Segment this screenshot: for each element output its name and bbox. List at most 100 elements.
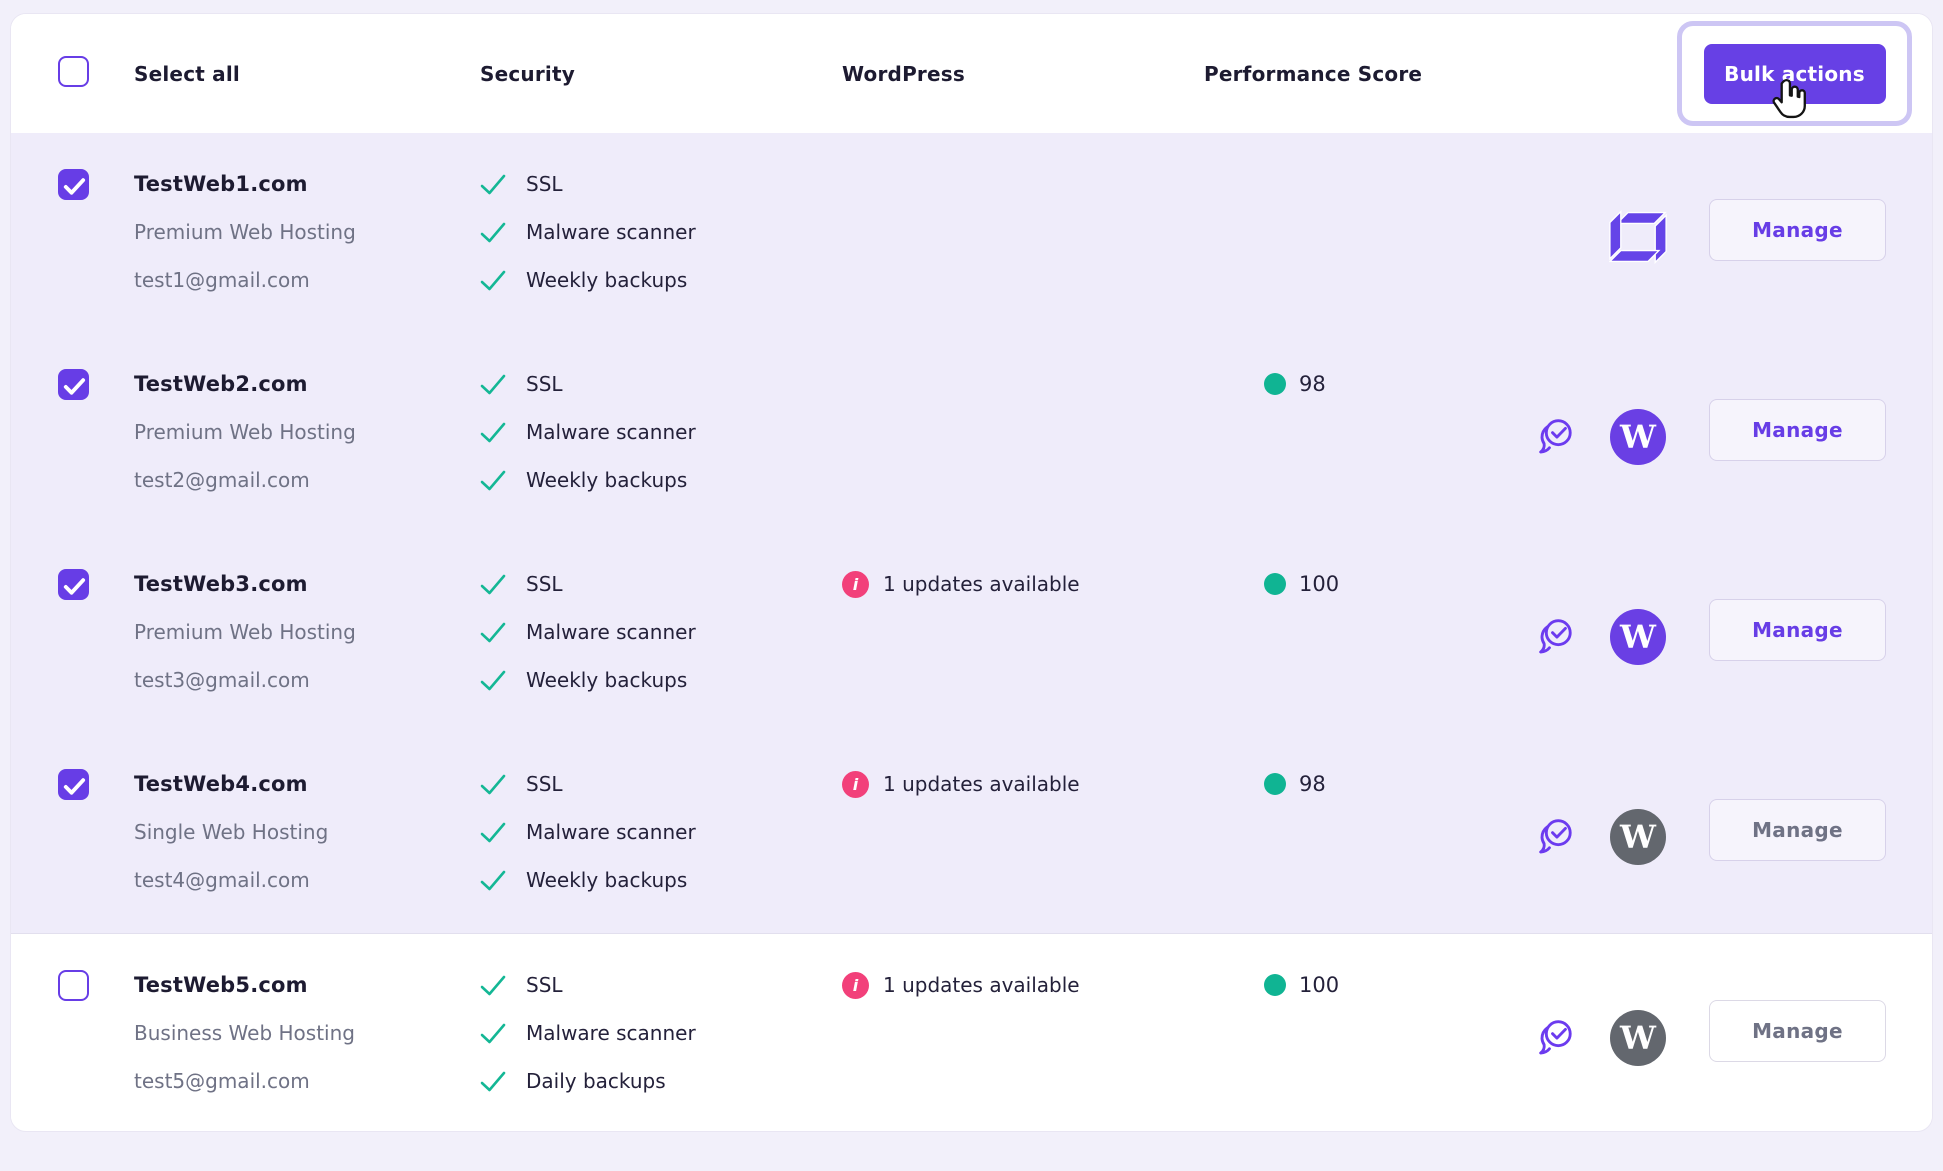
- updates-available-label: 1 updates available: [883, 772, 1080, 796]
- security-cell: SSL Malware scanner Weekly backups: [480, 160, 842, 304]
- info-icon: i: [842, 971, 869, 999]
- manage-cell: Manage: [1709, 360, 1886, 461]
- check-icon: [480, 222, 506, 243]
- chat-check-icon: [1539, 619, 1572, 654]
- manage-button[interactable]: Manage: [1709, 799, 1886, 861]
- wordpress-column-label: WordPress: [842, 61, 965, 86]
- row-checkbox[interactable]: [58, 369, 89, 400]
- security-item-label: Daily backups: [526, 1069, 666, 1093]
- check-icon: [480, 774, 506, 795]
- performance-dot: [1264, 974, 1286, 996]
- check-icon: [480, 470, 506, 491]
- hosting-plan: Premium Web Hosting: [134, 220, 356, 244]
- row-checkbox[interactable]: [58, 169, 89, 200]
- header-wordpress: WordPress: [842, 62, 1204, 86]
- website-name: TestWeb3.com: [134, 572, 308, 596]
- security-column-label: Security: [480, 61, 575, 86]
- chat-check-icon: [1539, 1020, 1572, 1055]
- security-item-label: Malware scanner: [526, 220, 696, 244]
- check-icon: [480, 975, 506, 996]
- check-icon: [480, 270, 506, 291]
- website-row: TestWeb2.com Premium Web Hosting test2@g…: [11, 333, 1932, 533]
- manage-cell: Manage: [1709, 961, 1886, 1062]
- website-cell: TestWeb1.com Premium Web Hosting test1@g…: [134, 160, 480, 304]
- security-item-label: Weekly backups: [526, 668, 688, 692]
- security-item-label: Malware scanner: [526, 420, 696, 444]
- select-all-checkbox[interactable]: [58, 56, 89, 87]
- hosting-plan: Business Web Hosting: [134, 1021, 355, 1045]
- bulk-actions-focus-ring: Bulk actions: [1677, 21, 1912, 126]
- header-performance: Performance Score: [1204, 62, 1524, 86]
- security-item-label: Weekly backups: [526, 268, 688, 292]
- owner-email: test4@gmail.com: [134, 868, 310, 892]
- row-checkbox[interactable]: [58, 769, 89, 800]
- security-cell: SSL Malware scanner Weekly backups: [480, 360, 842, 504]
- website-builder-icon: [1609, 210, 1667, 264]
- performance-dot: [1264, 773, 1286, 795]
- security-item-label: Weekly backups: [526, 468, 688, 492]
- manage-cell: Manage: [1709, 560, 1886, 661]
- check-icon: [480, 822, 506, 843]
- row-checkbox[interactable]: [58, 970, 89, 1001]
- header-select-all: Select all: [134, 62, 480, 86]
- check-icon: [480, 574, 506, 595]
- info-icon: i: [842, 570, 869, 598]
- check-icon: [480, 1071, 506, 1092]
- icons-cell: W: [1524, 608, 1709, 666]
- performance-cell: 98: [1204, 760, 1524, 808]
- icons-cell: W: [1524, 1009, 1709, 1067]
- website-row: TestWeb4.com Single Web Hosting test4@gm…: [11, 733, 1932, 933]
- performance-score: 98: [1299, 372, 1326, 396]
- check-icon: [480, 174, 506, 195]
- security-cell: SSL Malware scanner Weekly backups: [480, 760, 842, 904]
- wordpress-icon: W: [1610, 609, 1666, 665]
- website-row: TestWeb1.com Premium Web Hosting test1@g…: [11, 133, 1932, 333]
- owner-email: test3@gmail.com: [134, 668, 310, 692]
- performance-cell: 100: [1204, 961, 1524, 1009]
- manage-button[interactable]: Manage: [1709, 599, 1886, 661]
- manage-button[interactable]: Manage: [1709, 1000, 1886, 1062]
- row-checkbox[interactable]: [58, 569, 89, 600]
- owner-email: test1@gmail.com: [134, 268, 310, 292]
- website-name: TestWeb1.com: [134, 172, 308, 196]
- security-item-label: SSL: [526, 372, 563, 396]
- website-row: TestWeb3.com Premium Web Hosting test3@g…: [11, 533, 1932, 733]
- performance-score: 100: [1299, 973, 1340, 997]
- table-header: Select all Security WordPress Performanc…: [11, 14, 1932, 133]
- bulk-actions-button[interactable]: Bulk actions: [1703, 43, 1886, 104]
- check-icon: [480, 1023, 506, 1044]
- manage-button[interactable]: Manage: [1709, 199, 1886, 261]
- icons-cell: W: [1524, 808, 1709, 866]
- website-name: TestWeb2.com: [134, 372, 308, 396]
- header-checkbox-cell: [58, 56, 134, 91]
- check-icon: [480, 670, 506, 691]
- manage-button[interactable]: Manage: [1709, 399, 1886, 461]
- website-name: TestWeb5.com: [134, 973, 308, 997]
- manage-cell: Manage: [1709, 760, 1886, 861]
- owner-email: test5@gmail.com: [134, 1069, 310, 1093]
- website-cell: TestWeb2.com Premium Web Hosting test2@g…: [134, 360, 480, 504]
- websites-panel: Select all Security WordPress Performanc…: [10, 13, 1933, 1132]
- performance-dot: [1264, 573, 1286, 595]
- owner-email: test2@gmail.com: [134, 468, 310, 492]
- security-item-label: SSL: [526, 572, 563, 596]
- website-row: TestWeb5.com Business Web Hosting test5@…: [11, 933, 1932, 1119]
- check-icon: [480, 622, 506, 643]
- icons-cell: [1524, 208, 1709, 266]
- updates-available-label: 1 updates available: [883, 572, 1080, 596]
- chat-check-icon: [1539, 419, 1572, 454]
- security-item-label: SSL: [526, 172, 563, 196]
- chat-check-icon: [1539, 819, 1572, 854]
- security-item-label: Malware scanner: [526, 620, 696, 644]
- hosting-plan: Premium Web Hosting: [134, 620, 356, 644]
- performance-cell: 98: [1204, 360, 1524, 408]
- updates-available-label: 1 updates available: [883, 973, 1080, 997]
- wordpress-cell: i 1 updates available: [842, 560, 1204, 608]
- manage-cell: Manage: [1709, 160, 1886, 261]
- security-item-label: Malware scanner: [526, 1021, 696, 1045]
- hosting-plan: Single Web Hosting: [134, 820, 329, 844]
- check-icon: [480, 422, 506, 443]
- website-cell: TestWeb3.com Premium Web Hosting test3@g…: [134, 560, 480, 704]
- performance-dot: [1264, 373, 1286, 395]
